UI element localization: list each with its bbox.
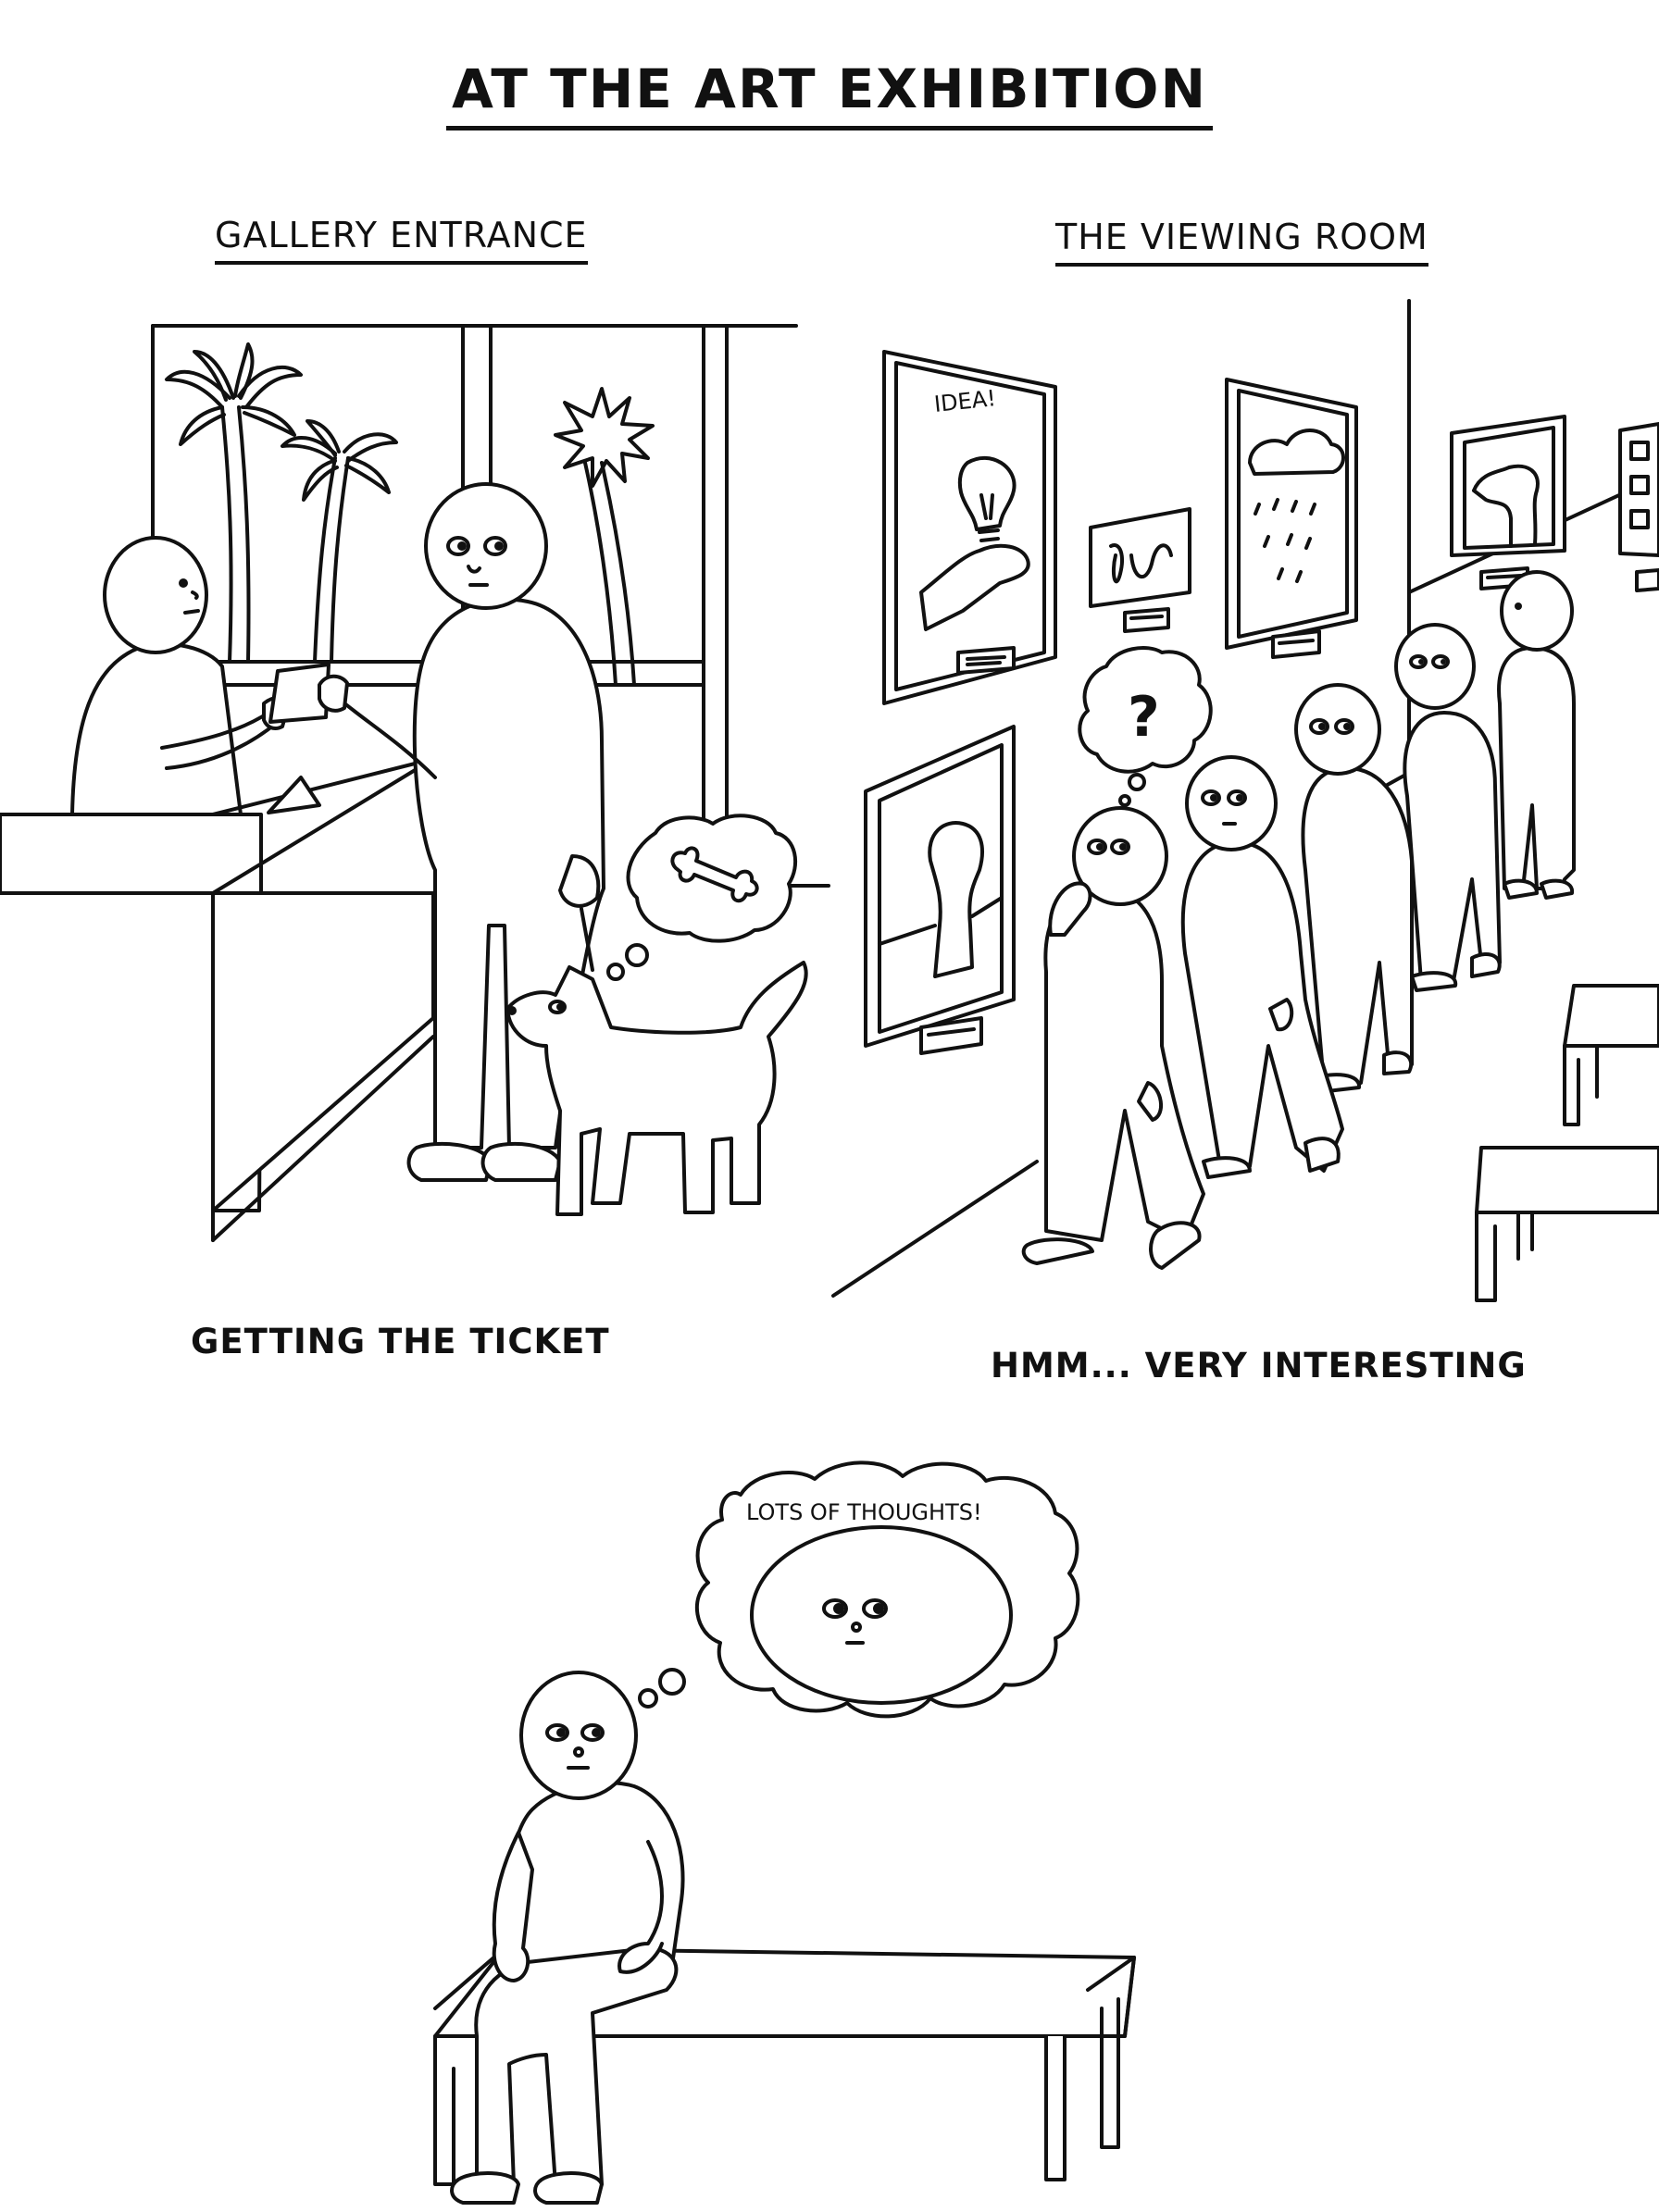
dog-head-icon: [1472, 464, 1540, 548]
small-abstract-poster: [1089, 507, 1191, 633]
visitor: [1394, 623, 1502, 992]
ticket: [268, 663, 331, 724]
ticket-counter: [0, 757, 435, 1242]
idea-poster: IDEA!: [882, 350, 1057, 705]
svg-text:?: ?: [1128, 685, 1160, 750]
seated-visitor: [450, 1671, 685, 2205]
panel-heading-gallery-entrance: GALLERY ENTRANCE: [215, 215, 588, 265]
palm-tree-icon: [165, 342, 303, 664]
palm-tree-icon: [281, 419, 398, 664]
lightbulb-icon: [957, 455, 1017, 531]
ticket-clerk: [70, 536, 291, 816]
grid-poster: [1618, 422, 1659, 592]
question-thought-bubble: ?: [1078, 646, 1213, 807]
visitor: [1180, 755, 1344, 1179]
visitor-line: [1021, 570, 1576, 1270]
thinking-visitor: [1021, 806, 1205, 1270]
comic-title: AT THE ART EXHIBITION: [0, 57, 1659, 130]
panel-heading-viewing-room: THE VIEWING ROOM: [1055, 217, 1428, 267]
visitor: [1497, 570, 1576, 900]
bench-scene: LOTS OF THOUGHTS!: [433, 1460, 1136, 2205]
keyhole-icon: [928, 821, 984, 978]
palm-tree-icon: [554, 387, 655, 687]
gallery-entrance-scene: [0, 324, 830, 1242]
svg-text:LOTS OF THOUGHTS!: LOTS OF THOUGHTS!: [746, 1499, 982, 1525]
cloud-icon: [1248, 429, 1345, 476]
gallery-bench: [1475, 1146, 1659, 1302]
bone-thought-bubble: [606, 814, 798, 981]
dog-poster: [1450, 415, 1566, 590]
lots-of-thoughts-bubble: LOTS OF THOUGHTS!: [638, 1460, 1080, 1719]
svg-text:IDEA!: IDEA!: [933, 385, 997, 417]
dog-leash: [580, 907, 594, 972]
keyhole-poster: [864, 725, 1016, 1055]
caption-getting-ticket: GETTING THE TICKET: [191, 1322, 610, 1361]
viewing-room-scene: IDEA!: [831, 299, 1659, 1302]
caption-very-interesting: HMM... VERY INTERESTING: [991, 1346, 1527, 1386]
visitor: [1294, 683, 1414, 1094]
rain-cloud-poster: [1225, 378, 1358, 659]
dog: [505, 961, 808, 1216]
gallery-bench: [1563, 984, 1659, 1126]
bone-icon: [670, 846, 759, 903]
